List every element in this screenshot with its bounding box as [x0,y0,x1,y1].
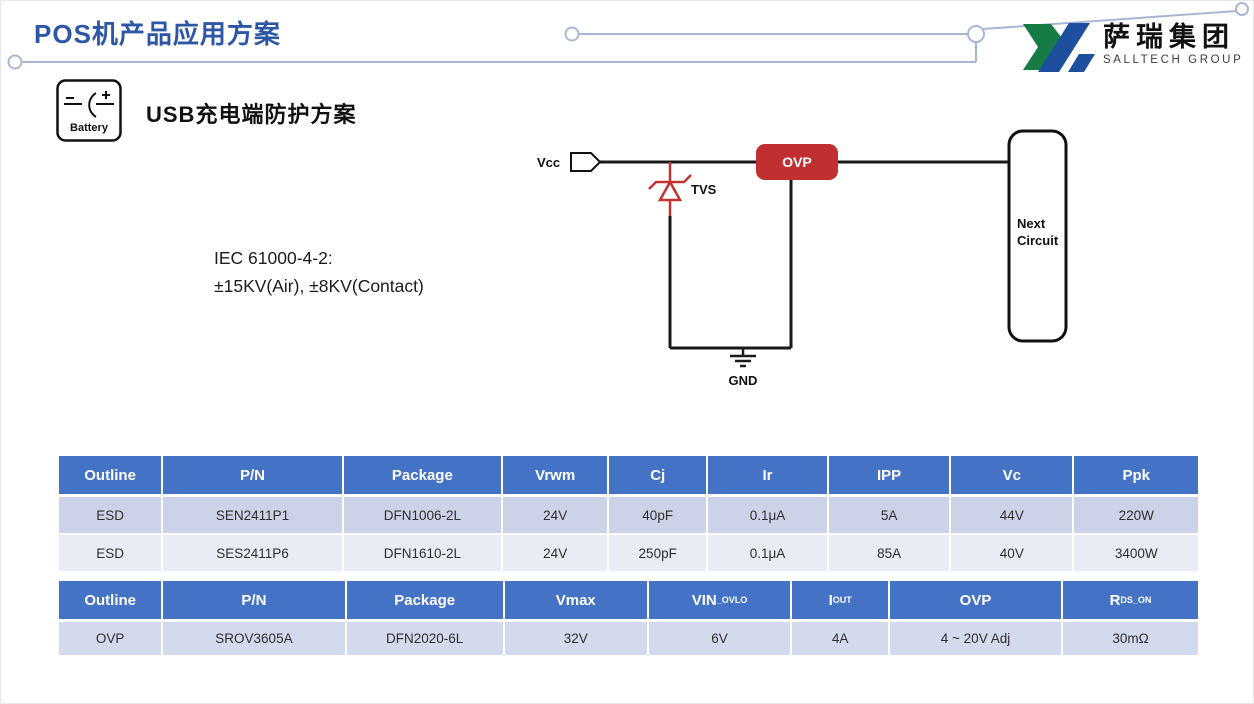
table-cell: 24V [502,497,608,533]
column-header: Vc [951,456,1073,494]
table-cell: 4A [792,622,888,655]
page-title: POS机产品应用方案 [34,19,281,49]
column-header: OVP [890,581,1061,619]
column-header: Package [343,456,501,494]
vcc-label: Vcc [537,155,560,170]
table-cell: 24V [502,535,608,571]
company-logo-icon [1023,23,1095,72]
column-header: Ir [707,456,828,494]
esd-table-header-row: Outline P/N Package Vrwm Cj Ir IPP Vc Pp… [59,456,1198,494]
table-cell: DFN1610-2L [343,535,501,571]
next-circuit-label-1: Next [1017,216,1046,231]
iec-standard-note: IEC 61000-4-2: ±15KV(Air), ±8KV(Contact) [214,244,424,300]
logo-text: 萨瑞集团 SALLTECH GROUP [1103,22,1244,66]
table-cell: SROV3605A [163,622,345,655]
column-header: Vrwm [502,456,608,494]
logo-name-en: SALLTECH GROUP [1103,53,1244,66]
column-header: P/N [163,581,345,619]
table-cell: 44V [951,497,1073,533]
gnd-label: GND [729,373,758,388]
table-row: ESD SEN2411P1 DFN1006-2L 24V 40pF 0.1μA … [59,497,1198,533]
ovp-block [756,144,838,180]
table-row: ESD SES2411P6 DFN1610-2L 24V 250pF 0.1μA… [59,535,1198,571]
circuit-diagram: Vcc TVS GND OVP Next Circuit [537,129,1068,388]
section-heading: USB充电端防护方案 [146,102,357,127]
column-header: Outline [59,581,162,619]
wires [600,160,1011,350]
table-cell: 32V [504,622,647,655]
column-header: Outline [59,456,162,494]
tvs-diode-icon [648,162,692,216]
table-cell: 30mΩ [1063,622,1198,655]
column-header: Vmax [504,581,647,619]
iec-line-1: IEC 61000-4-2: [214,248,333,268]
table-cell: 3400W [1074,535,1198,571]
table-row: OVP SROV3605A DFN2020-6L 32V 6V 4A 4 ~ 2… [59,622,1198,655]
table-cell: 40pF [609,497,706,533]
esd-spec-table: Outline P/N Package Vrwm Cj Ir IPP Vc Pp… [59,456,1198,571]
vcc-connector-icon [570,152,602,172]
column-header: IPP [829,456,950,494]
table-cell: DFN2020-6L [346,622,503,655]
table-cell: OVP [59,622,162,655]
table-cell: SES2411P6 [163,535,342,571]
column-header: P/N [163,456,342,494]
column-header: Cj [609,456,706,494]
table-cell: SEN2411P1 [163,497,342,533]
table-cell: 6V [648,622,791,655]
table-cell: ESD [59,497,162,533]
column-header: Ppk [1074,456,1198,494]
iec-line-2: ±15KV(Air), ±8KV(Contact) [214,276,424,296]
tvs-label: TVS [691,182,717,197]
table-cell: ESD [59,535,162,571]
column-header: Package [346,581,503,619]
table-cell: 85A [829,535,950,571]
decorative-connector-lines [7,2,1249,70]
table-cell: 4 ~ 20V Adj [890,622,1061,655]
next-circuit-block [1007,129,1068,343]
table-cell: 5A [829,497,950,533]
table-cell: 0.1μA [707,535,828,571]
logo-name-cn: 萨瑞集团 [1103,22,1235,52]
table-cell: 0.1μA [707,497,828,533]
ground-icon [730,348,756,368]
table-cell: 40V [951,535,1073,571]
ovp-label: OVP [782,154,812,170]
table-cell: 220W [1074,497,1198,533]
table-cell: DFN1006-2L [343,497,501,533]
column-header: VIN_OVLO [648,581,791,619]
battery-icon-label: Battery [70,122,109,134]
company-logo: 萨瑞集团 SALLTECH GROUP [1023,22,1244,73]
next-circuit-label-2: Circuit [1017,233,1059,248]
battery-icon: Battery [56,79,122,147]
table-cell: 250pF [609,535,706,571]
